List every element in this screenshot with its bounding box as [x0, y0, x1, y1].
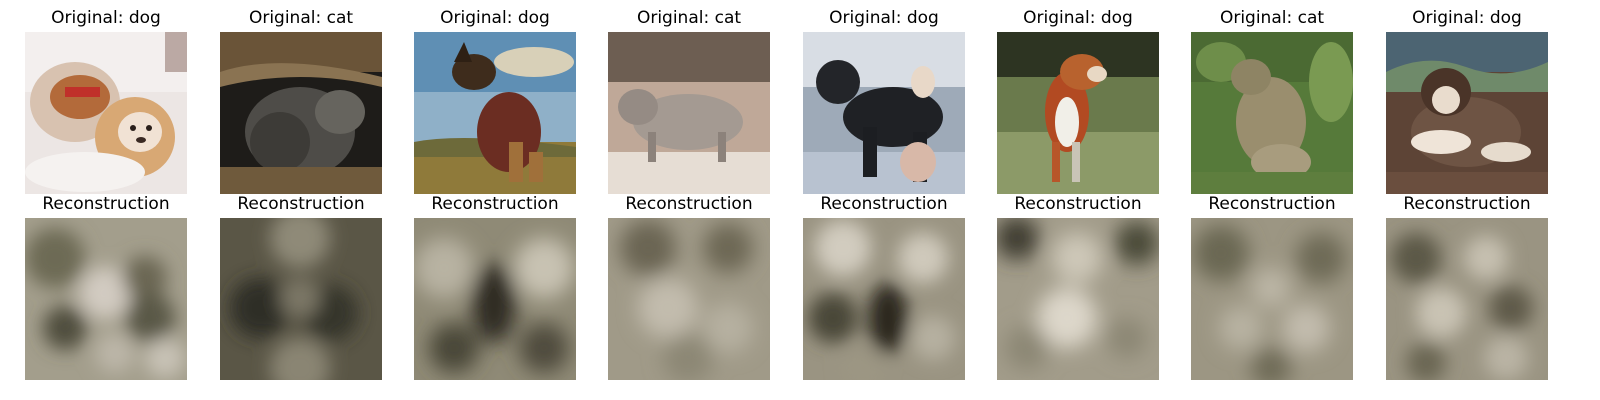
original-image: [1386, 32, 1548, 194]
reconstruction-image: [997, 218, 1159, 380]
reconstruction-title: Reconstruction: [1403, 194, 1531, 214]
reconstruction-title: Reconstruction: [237, 194, 365, 214]
reconstruction-image: [608, 218, 770, 380]
reconstruction-image: [25, 218, 187, 380]
original-title: Original: dog: [1412, 8, 1522, 28]
original-title: Original: cat: [248, 8, 354, 28]
original-title: Original: dog: [1023, 8, 1133, 28]
reconstruction-title: Reconstruction: [1208, 194, 1336, 214]
original-image: [997, 32, 1159, 194]
original-image: [220, 32, 382, 194]
reconstruction-image: [1191, 218, 1353, 380]
original-image: [608, 32, 770, 194]
original-title: Original: cat: [636, 8, 742, 28]
original-title: Original: cat: [1219, 8, 1325, 28]
reconstruction-title: Reconstruction: [625, 194, 753, 214]
original-image: [25, 32, 187, 194]
original-image: [803, 32, 965, 194]
reconstruction-title: Reconstruction: [431, 194, 559, 214]
reconstruction-image: [803, 218, 965, 380]
reconstruction-title: Reconstruction: [820, 194, 948, 214]
reconstruction-image: [414, 218, 576, 380]
reconstruction-image: [1386, 218, 1548, 380]
reconstruction-title: Reconstruction: [1014, 194, 1142, 214]
reconstruction-title: Reconstruction: [42, 194, 170, 214]
original-title: Original: dog: [51, 8, 161, 28]
reconstruction-image: [220, 218, 382, 380]
original-title: Original: dog: [829, 8, 939, 28]
original-image: [1191, 32, 1353, 194]
original-image: [414, 32, 576, 194]
original-title: Original: dog: [440, 8, 550, 28]
